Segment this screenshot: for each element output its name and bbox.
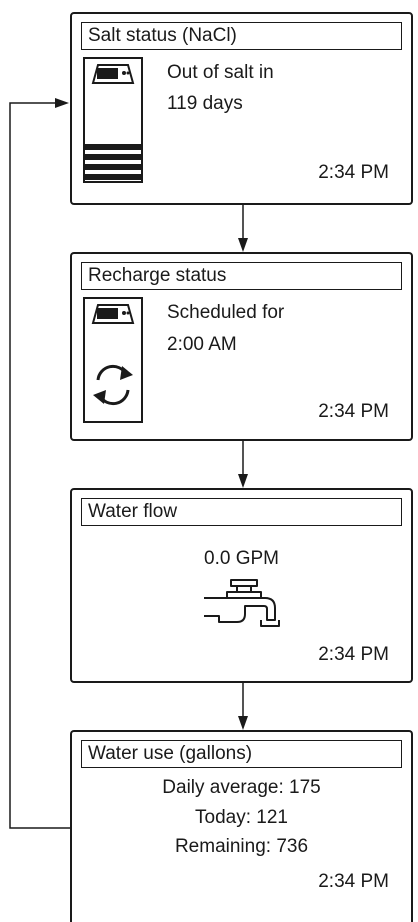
arrowhead-2 xyxy=(238,474,248,488)
softener-recharge-icon xyxy=(83,297,143,423)
salt-status-line1: Out of salt in xyxy=(167,62,274,83)
water-use-today: Today: 121 xyxy=(195,807,288,828)
arrowhead-3 xyxy=(238,716,248,730)
water-use-daily-average: Daily average: 175 xyxy=(162,777,321,798)
water-use-title: Water use (gallons) xyxy=(81,740,402,768)
faucet-icon xyxy=(204,579,280,627)
arrowhead-1 xyxy=(238,238,248,252)
water-flow-value: 0.0 GPM xyxy=(204,548,279,569)
recharge-status-line1: Scheduled for xyxy=(167,302,285,323)
recharge-status-time: 2:34 PM xyxy=(318,401,389,422)
water-use-remaining: Remaining: 736 xyxy=(174,836,309,857)
salt-status-screen: Salt status (NaCl) Out of salt in 119 da… xyxy=(70,12,413,205)
salt-days-remaining: 119 days xyxy=(167,93,243,114)
water-flow-screen: Water flow 0.0 GPM 2:34 PM xyxy=(70,488,413,683)
recharge-scheduled-time: 2:00 AM xyxy=(167,334,237,355)
salt-status-title: Salt status (NaCl) xyxy=(81,22,402,50)
recharge-status-title: Recharge status xyxy=(81,262,402,290)
recharge-status-screen: Recharge status Scheduled for 2:00 AM 2:… xyxy=(70,252,413,441)
loop-back-line xyxy=(9,102,70,829)
water-use-time: 2:34 PM xyxy=(318,871,389,892)
water-flow-time: 2:34 PM xyxy=(318,644,389,665)
softener-salt-level-icon xyxy=(83,57,143,183)
water-use-screen: Water use (gallons) Daily average: 175 T… xyxy=(70,730,413,922)
salt-status-time: 2:34 PM xyxy=(318,162,389,183)
arrowhead-loop xyxy=(55,98,69,108)
water-flow-title: Water flow xyxy=(81,498,402,526)
